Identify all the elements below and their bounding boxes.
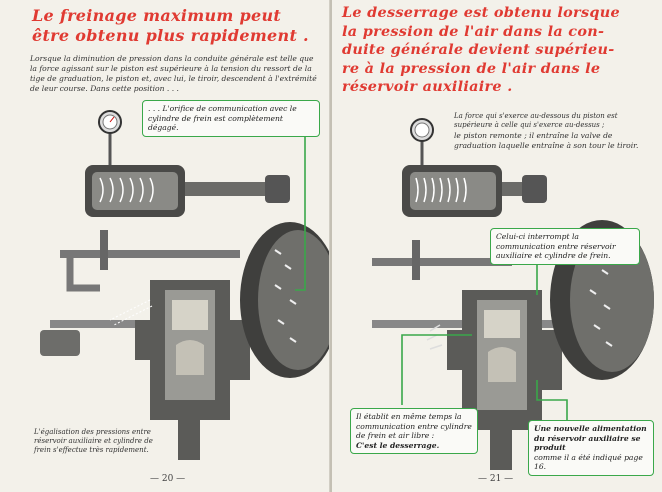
book-gutter	[329, 0, 333, 492]
callout-emphasis: C'est le desserrage.	[356, 440, 440, 450]
headline-line: être obtenu plus rapidement .	[32, 26, 309, 45]
right-callout-top: Celui-ci interrompt la communication ent…	[490, 228, 640, 265]
brake-cylinder	[85, 165, 290, 217]
pressure-gauge-icon	[410, 118, 434, 175]
right-callout-left: Il établit en même temps la communicatio…	[350, 408, 478, 455]
callout-text: Celui-ci interrompt la communication ent…	[496, 232, 616, 261]
right-page: Le desserrage est obtenu lorsque la pres…	[332, 0, 662, 492]
left-callout: . . . L'orifice de communication avec le…	[142, 100, 320, 137]
page-number: — 21 —	[478, 474, 514, 484]
auxiliary-reservoir	[240, 222, 330, 378]
callout-emphasis: Une nouvelle alimentation du réservoir a…	[534, 424, 647, 453]
right-intro-b: le piston remonte ; il entraîne la valve…	[454, 131, 639, 150]
headline-line: Le desserrage est obtenu lorsque	[342, 4, 620, 21]
left-headline: Le freinage maximum peut être obtenu plu…	[32, 6, 309, 46]
left-brake-valve-illustration	[40, 110, 330, 460]
callout-text: Il établit en même temps la communicatio…	[356, 412, 472, 441]
left-caption: L'égalisation des pressions entre réserv…	[34, 428, 153, 454]
headline-line: réservoir auxiliaire .	[342, 78, 513, 96]
headline-line: la pression de l'air dans la con-	[342, 22, 605, 40]
headline-line: Le freinage maximum peut	[32, 6, 282, 25]
brake-cylinder	[402, 165, 547, 217]
callout-text: comme il a été indiqué page 16.	[534, 452, 643, 472]
headline-line: re à la pression de l'air dans le	[342, 59, 601, 77]
page-number: — 20 —	[150, 474, 186, 484]
triple-valve-body	[109, 280, 250, 460]
right-intro-a: La force qui s'exerce au-dessous du pist…	[454, 112, 618, 129]
right-callout-right: Une nouvelle alimentation du réservoir a…	[528, 420, 654, 476]
left-page: Le freinage maximum peut être obtenu plu…	[0, 0, 330, 492]
right-headline: Le desserrage est obtenu lorsque la pres…	[342, 4, 620, 97]
left-intro-text: Lorsque la diminution de pression dans l…	[30, 54, 317, 93]
callout-text: . . . L'orifice de communication avec le…	[148, 104, 297, 133]
headline-line: duite générale devient supérieu-	[342, 41, 615, 59]
